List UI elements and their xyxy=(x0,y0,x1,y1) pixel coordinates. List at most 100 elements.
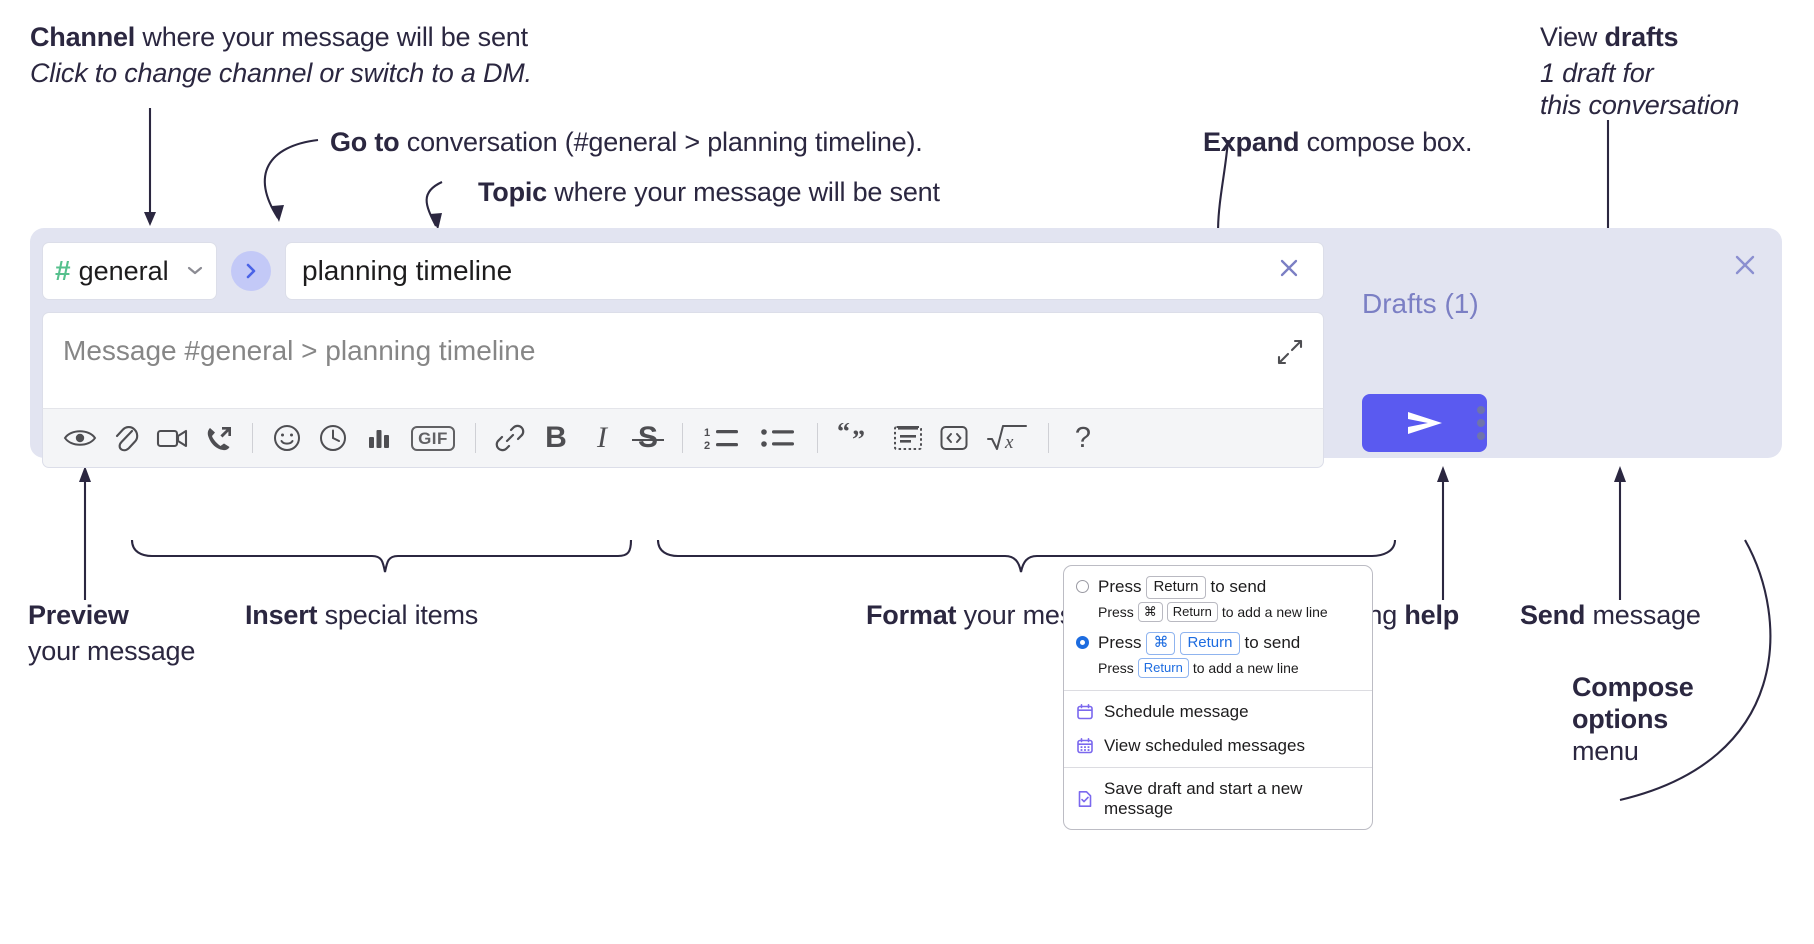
link-icon[interactable] xyxy=(487,415,533,461)
send-button[interactable] xyxy=(1362,394,1487,452)
menu-item-label: Schedule message xyxy=(1104,702,1249,721)
preview-icon[interactable] xyxy=(57,415,103,461)
annotation-drafts-sub2: this conversation xyxy=(1540,89,1740,120)
annotation-fh-bold: help xyxy=(1404,600,1460,630)
divider xyxy=(682,423,683,453)
divider xyxy=(252,423,253,453)
svg-text:”: ” xyxy=(852,425,865,453)
bulleted-list-icon[interactable] xyxy=(750,415,806,461)
svg-text:“: “ xyxy=(837,423,850,446)
code-block-icon[interactable] xyxy=(885,415,931,461)
annotation-preview-line2: your message xyxy=(28,635,196,666)
menu-item-save-draft[interactable]: Save draft and start a new message xyxy=(1064,772,1372,829)
close-icon[interactable] xyxy=(1269,254,1309,288)
annotation-send-rest: message xyxy=(1585,600,1701,630)
strike-line xyxy=(631,438,664,442)
blockquote-icon[interactable]: “” xyxy=(829,415,885,461)
code-snippet-icon[interactable] xyxy=(931,415,977,461)
option1-prefix: Press xyxy=(1098,577,1142,597)
italic-label: I xyxy=(597,421,607,454)
annotation-topic-bold: Topic xyxy=(478,177,547,207)
compose-inner: # general planning timeline Message #gen… xyxy=(42,240,1324,468)
compose-options-menu: Press Return to send Press ⌘ Return to a… xyxy=(1063,565,1373,830)
clock-icon[interactable] xyxy=(310,415,356,461)
math-icon[interactable]: x xyxy=(977,415,1037,461)
help-label: ? xyxy=(1074,421,1092,454)
topic-value: planning timeline xyxy=(302,255,513,286)
goto-conversation-button[interactable] xyxy=(231,251,271,291)
annotation-drafts-prefix: View xyxy=(1540,22,1605,52)
kebab-dot xyxy=(1477,432,1485,440)
annotation-goto-bold: Go to xyxy=(330,127,400,157)
radio-button[interactable] xyxy=(1076,580,1089,593)
menu-item-view-scheduled[interactable]: View scheduled messages xyxy=(1064,729,1372,763)
annotation-co-line2: options xyxy=(1572,703,1669,734)
radio-button-selected[interactable] xyxy=(1076,636,1089,649)
annotation-insert-rest: special items xyxy=(317,600,479,630)
call-forward-icon[interactable] xyxy=(195,415,241,461)
kebab-dot xyxy=(1477,419,1485,427)
divider xyxy=(1048,423,1049,453)
chevron-down-icon xyxy=(186,261,204,281)
strikethrough-icon[interactable]: S xyxy=(625,415,671,461)
channel-name-label: general xyxy=(78,255,169,286)
help-icon[interactable]: ? xyxy=(1060,415,1106,461)
annotation-insert: Insert special items xyxy=(245,600,478,632)
option2-suffix: to send xyxy=(1244,633,1301,653)
annotation-channel-bold: Channel xyxy=(30,22,136,52)
italic-icon[interactable]: I xyxy=(579,415,625,461)
topic-input[interactable]: planning timeline xyxy=(285,242,1324,300)
option-cmd-return-to-send[interactable]: Press ⌘ Return to send Press Return to a… xyxy=(1064,630,1372,686)
option-return-to-send[interactable]: Press Return to send Press ⌘ Return to a… xyxy=(1064,574,1372,630)
annotation-preview: Preview your message xyxy=(28,600,195,668)
divider xyxy=(475,423,476,453)
key-return: Return xyxy=(1180,632,1240,655)
option2-sub-suffix: to add a new line xyxy=(1192,659,1299,676)
annotation-expand-rest: compose box. xyxy=(1299,127,1473,157)
annotation-goto: Go to conversation (#general > planning … xyxy=(330,127,923,159)
annotation-send: Send message xyxy=(1520,600,1701,632)
emoji-icon[interactable] xyxy=(264,415,310,461)
key-return: Return xyxy=(1166,601,1218,622)
bold-label: B xyxy=(545,421,567,454)
annotation-compose-options: Compose options menu xyxy=(1572,672,1694,768)
gif-icon[interactable]: GIF xyxy=(402,415,464,461)
svg-text:2: 2 xyxy=(704,440,710,451)
annotation-topic-rest: where your message will be sent xyxy=(547,177,940,207)
option2-main: Press ⌘ Return to send xyxy=(1098,632,1300,655)
option1-sub-prefix: Press xyxy=(1098,603,1134,620)
svg-text:x: x xyxy=(1004,432,1014,453)
menu-item-label: Save draft and start a new message xyxy=(1104,779,1303,818)
option2-sub: Press Return to add a new line xyxy=(1098,657,1300,678)
key-command: ⌘ xyxy=(1137,601,1163,622)
bold-icon[interactable]: B xyxy=(533,415,579,461)
divider xyxy=(1064,767,1372,768)
menu-item-label: View scheduled messages xyxy=(1104,736,1305,755)
compose-header-row: # general planning timeline xyxy=(42,240,1324,302)
strikethrough-label: S xyxy=(631,421,664,455)
kebab-dot xyxy=(1477,406,1485,414)
attachment-icon[interactable] xyxy=(103,415,149,461)
annotation-insert-bold: Insert xyxy=(245,600,318,630)
option1-suffix: to send xyxy=(1210,577,1267,597)
menu-item-schedule-message[interactable]: Schedule message xyxy=(1064,695,1372,729)
annotation-format-bold: Format xyxy=(866,600,957,630)
compose-options-button[interactable] xyxy=(1477,406,1485,440)
poll-icon[interactable] xyxy=(356,415,402,461)
message-input[interactable]: Message #general > planning timeline xyxy=(42,312,1324,408)
divider xyxy=(1064,690,1372,691)
close-icon[interactable] xyxy=(1730,250,1760,285)
expand-diagonal-icon[interactable] xyxy=(1275,337,1305,367)
channel-selector[interactable]: # general xyxy=(42,242,217,300)
annotation-send-bold: Send xyxy=(1520,600,1586,630)
annotation-preview-bold: Preview xyxy=(28,600,129,630)
hash-icon: # xyxy=(55,255,71,286)
key-command: ⌘ xyxy=(1146,632,1176,655)
option1-sub: Press ⌘ Return to add a new line xyxy=(1098,601,1328,622)
calendar-icon xyxy=(1076,703,1094,721)
video-icon[interactable] xyxy=(149,415,195,461)
gif-label: GIF xyxy=(411,425,455,451)
drafts-link[interactable]: Drafts (1) xyxy=(1362,288,1479,319)
